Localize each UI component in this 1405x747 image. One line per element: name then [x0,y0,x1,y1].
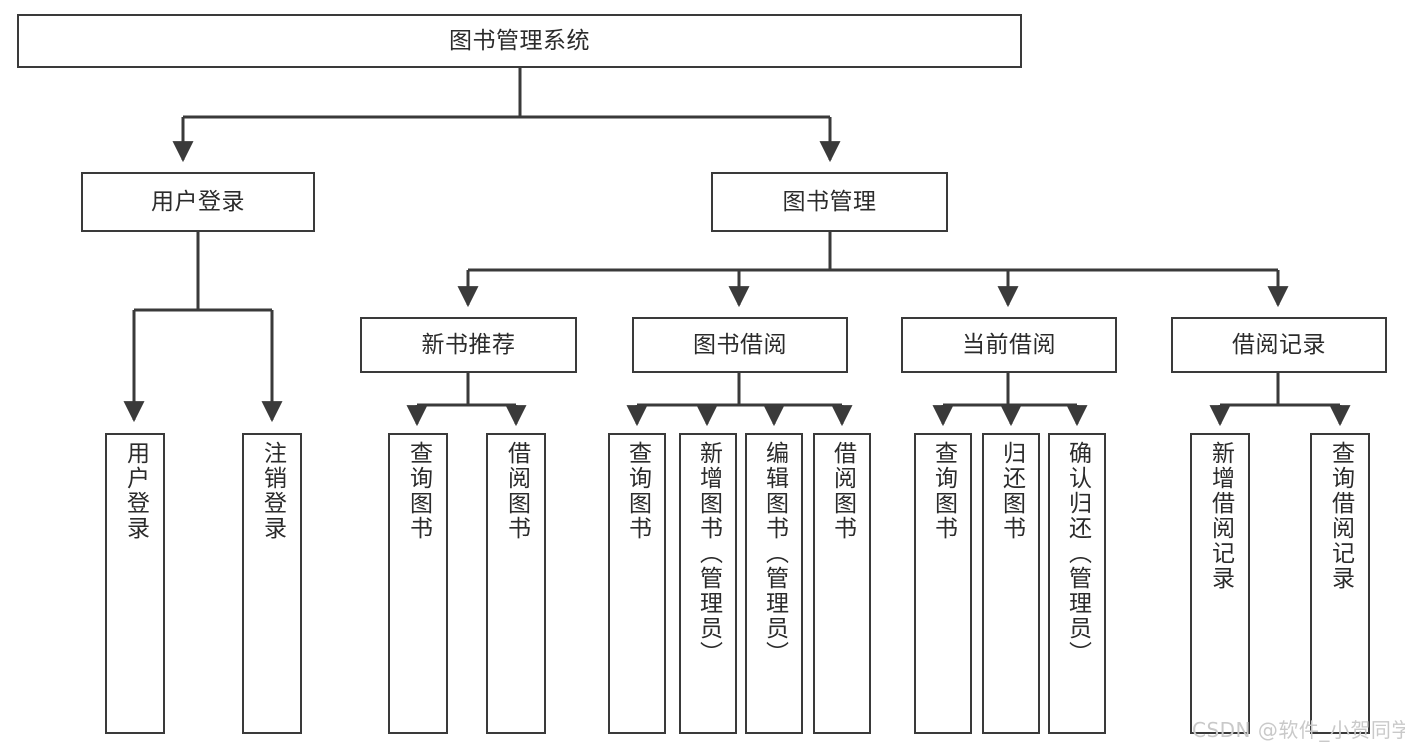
node-borrow-record-label: 借阅记录 [1232,331,1326,358]
csdn-watermark: CSDN @软件_小贺同学 [1192,718,1405,742]
node-borrow-record[interactable]: 借阅记录 [1171,317,1387,373]
node-current-borrow-label: 当前借阅 [962,331,1056,358]
node-book-management[interactable]: 图书管理 [711,172,948,232]
node-root-book-management-system[interactable]: 图书管理系统 [17,14,1022,68]
leaf-user-login-login[interactable]: 用户登录 [105,433,165,734]
node-user-login[interactable]: 用户登录 [81,172,315,232]
leaf-current-borrow-confirm-return-admin[interactable]: 确认归还（管理员） [1048,433,1106,734]
leaf-borrow-record-add-record[interactable]: 新增借阅记录 [1190,433,1250,734]
leaf-label: 借阅图书 [829,441,856,541]
leaf-new-book-query-books[interactable]: 查询图书 [388,433,448,734]
leaf-user-login-logout[interactable]: 注销登录 [242,433,302,734]
node-book-borrow-label: 图书借阅 [693,331,787,358]
leaf-current-borrow-return-books[interactable]: 归还图书 [982,433,1040,734]
leaf-label: 借阅图书 [503,441,530,541]
node-user-login-label: 用户登录 [151,188,245,215]
leaf-label: 查询图书 [405,441,432,541]
leaf-book-borrow-query-books[interactable]: 查询图书 [608,433,666,734]
leaf-book-borrow-edit-book-admin[interactable]: 编辑图书（管理员） [745,433,803,734]
leaf-borrow-record-query-record[interactable]: 查询借阅记录 [1310,433,1370,734]
leaf-label: 查询图书 [624,441,651,541]
leaf-label: 归还图书 [998,441,1025,541]
leaf-label: 用户登录 [122,441,149,541]
leaf-label: 查询图书 [930,441,957,541]
node-root-label: 图书管理系统 [449,27,590,54]
leaf-label: 查询借阅记录 [1327,441,1354,591]
leaf-label: 新增图书（管理员） [695,441,722,666]
leaf-book-borrow-borrow-books[interactable]: 借阅图书 [813,433,871,734]
leaf-book-borrow-add-book-admin[interactable]: 新增图书（管理员） [679,433,737,734]
node-book-management-label: 图书管理 [782,188,877,215]
leaf-label: 编辑图书（管理员） [761,441,788,666]
leaf-label: 注销登录 [259,441,286,541]
node-current-borrow[interactable]: 当前借阅 [901,317,1117,373]
node-book-borrow[interactable]: 图书借阅 [632,317,848,373]
leaf-current-borrow-query-books[interactable]: 查询图书 [914,433,972,734]
node-new-book-recommend[interactable]: 新书推荐 [360,317,577,373]
node-new-book-recommend-label: 新书推荐 [421,331,516,358]
leaf-new-book-borrow-books[interactable]: 借阅图书 [486,433,546,734]
leaf-label: 确认归还（管理员） [1064,441,1091,666]
leaf-label: 新增借阅记录 [1207,441,1234,591]
